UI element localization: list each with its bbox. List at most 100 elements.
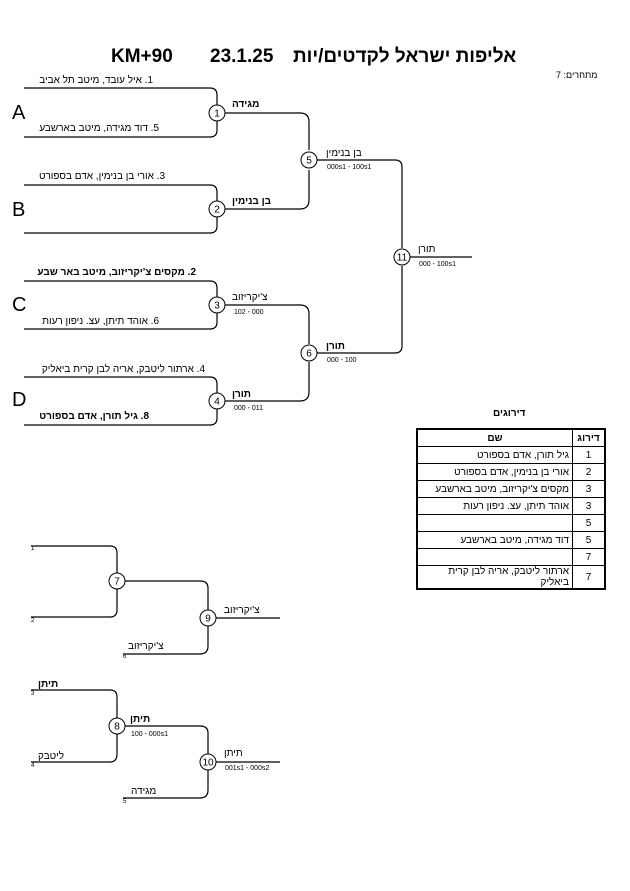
name-cell: אוהד תיתן, עצ. ניפון רעות xyxy=(416,497,573,515)
match-2-circle-number: 2 xyxy=(214,205,220,216)
pool-label-c: C xyxy=(12,294,27,316)
bracket-match-7 xyxy=(31,545,118,618)
rep2-slot-2: 4 xyxy=(31,763,35,769)
rankings-header-row: דירוג שם xyxy=(416,428,606,447)
name-cell: גיל תורן, אדם בספורט xyxy=(416,446,573,464)
match-4-circle-number: 4 xyxy=(214,397,220,408)
name-cell: מקסים צ'יקריזוב, מיטב בארשבע xyxy=(416,480,573,498)
match-5-circle-number: 5 xyxy=(306,156,312,167)
line-slot-to-9 xyxy=(123,626,209,655)
match-5-score: 000s1 - 100s1 xyxy=(327,164,372,171)
category-label: KM+90 xyxy=(111,46,173,67)
pool-label-a: A xyxy=(12,102,26,124)
match-1-circle xyxy=(208,104,226,122)
rank-cell: 3 xyxy=(572,497,606,515)
entry-1: 1. איל עובד, מיטב תל אביב xyxy=(39,75,153,86)
match-10-score: 001s1 - 000s2 xyxy=(225,765,270,772)
final-score: 000 - 100s1 xyxy=(419,261,456,268)
match-3-circle xyxy=(208,296,226,314)
match-4-score: 000 - 011 xyxy=(234,405,264,412)
table-row: 7 xyxy=(416,548,606,566)
name-cell: ארתור ליטבק, אריה לבן קרית ביאליק xyxy=(416,565,573,590)
rep1-slot-2: 2 xyxy=(31,618,35,624)
name-cell: אורי בן בנימין, אדם בספורט xyxy=(416,463,573,481)
match-8-circle xyxy=(108,717,126,735)
rank-cell: 5 xyxy=(572,531,606,549)
entry-5: 5. דוד מגידה, מיטב בארשבע xyxy=(39,123,159,134)
name-cell xyxy=(416,548,573,566)
line-slot-to-10 xyxy=(123,770,209,799)
final-winner: תורן xyxy=(418,244,436,255)
rep1-slot-3: 6 xyxy=(123,654,127,660)
rep2-slot-name-3: מגידה xyxy=(131,786,157,797)
name-column-header: שם xyxy=(416,428,573,447)
match-5-circle xyxy=(300,151,318,169)
match-11-circle-number: 11 xyxy=(397,253,408,264)
match-4-winner: תורן xyxy=(232,389,251,400)
match-9-circle xyxy=(199,609,217,627)
rep2-slot-name-1: תיתן xyxy=(38,679,59,690)
name-cell: דוד מגידה, מיטב בארשבע xyxy=(416,531,573,549)
entry-6: 6. אוהד תיתן, עצ. ניפון רעות xyxy=(42,316,159,327)
match-9-circle-number: 9 xyxy=(205,614,211,625)
rank-column-header: דירוג xyxy=(572,428,606,447)
match-6-circle xyxy=(300,344,318,362)
rank-cell: 7 xyxy=(572,565,606,590)
pool-label-d: D xyxy=(12,389,27,411)
rankings-title: דירוגים xyxy=(493,408,526,419)
event-date: 23.1.25 xyxy=(210,46,274,67)
table-row: 5 xyxy=(416,514,606,532)
entry-2: 2. מקסים צ'יקריזוב, מיטב באר שבע xyxy=(37,267,196,278)
event-title: אליפות ישראל לקדטים/יות xyxy=(293,46,517,67)
rep2-slot-1: 3 xyxy=(31,691,35,697)
match-4-circle xyxy=(208,392,226,410)
line-2-to-5 xyxy=(217,170,310,210)
entry-4: 4. ארתור ליטבק, אריה לבן קרית ביאליק xyxy=(41,364,205,375)
match-10-winner: תיתן xyxy=(224,748,243,759)
match-3-winner: צ'יקריזוב xyxy=(232,292,268,303)
bracket-match-2 xyxy=(24,184,218,234)
rank-cell: 7 xyxy=(572,548,606,566)
rank-cell: 2 xyxy=(572,463,606,481)
match-8-score: 100 - 000s1 xyxy=(131,731,168,738)
line-4-to-6 xyxy=(217,362,310,402)
line-5-to-11 xyxy=(309,159,403,248)
rep2-slot-3: 5 xyxy=(123,799,127,805)
line-6-to-11 xyxy=(309,266,403,354)
match-8-winner: תיתן xyxy=(130,714,151,725)
match-2-circle xyxy=(208,200,226,218)
line-1-to-5 xyxy=(217,112,310,150)
rank-cell: 5 xyxy=(572,514,606,532)
match-7-circle xyxy=(108,572,126,590)
name-cell xyxy=(416,514,573,532)
match-10-circle xyxy=(199,753,217,771)
match-11-circle xyxy=(393,248,411,266)
match-6-circle-number: 6 xyxy=(306,349,312,360)
rank-cell: 1 xyxy=(572,446,606,464)
match-6-winner: תורן xyxy=(326,341,345,352)
match-2-winner: בן בנימין xyxy=(232,196,272,207)
match-3-circle-number: 3 xyxy=(214,301,220,312)
rank-cell: 3 xyxy=(572,480,606,498)
rep2-slot-name-2: ליטבק xyxy=(38,751,65,762)
line-7-to-9 xyxy=(117,580,209,610)
line-8-to-10 xyxy=(117,725,209,754)
entry-3: 3. אורי בן בנימין, אדם בספורט xyxy=(38,171,165,182)
competitors-count: מתחרים: 7 xyxy=(556,70,598,80)
match-8-circle-number: 8 xyxy=(114,722,120,733)
line-3-to-6 xyxy=(217,304,310,344)
match-1-winner: מגידה xyxy=(232,99,260,110)
rep1-slot-1: 1 xyxy=(31,546,35,552)
match-1-circle-number: 1 xyxy=(214,109,220,120)
entry-8: 8. גיל תורן, אדם בספורט xyxy=(39,411,149,422)
match-7-circle-number: 7 xyxy=(114,577,120,588)
pool-label-b: B xyxy=(12,199,26,221)
match-3-score: 102 - 000 xyxy=(234,309,264,316)
